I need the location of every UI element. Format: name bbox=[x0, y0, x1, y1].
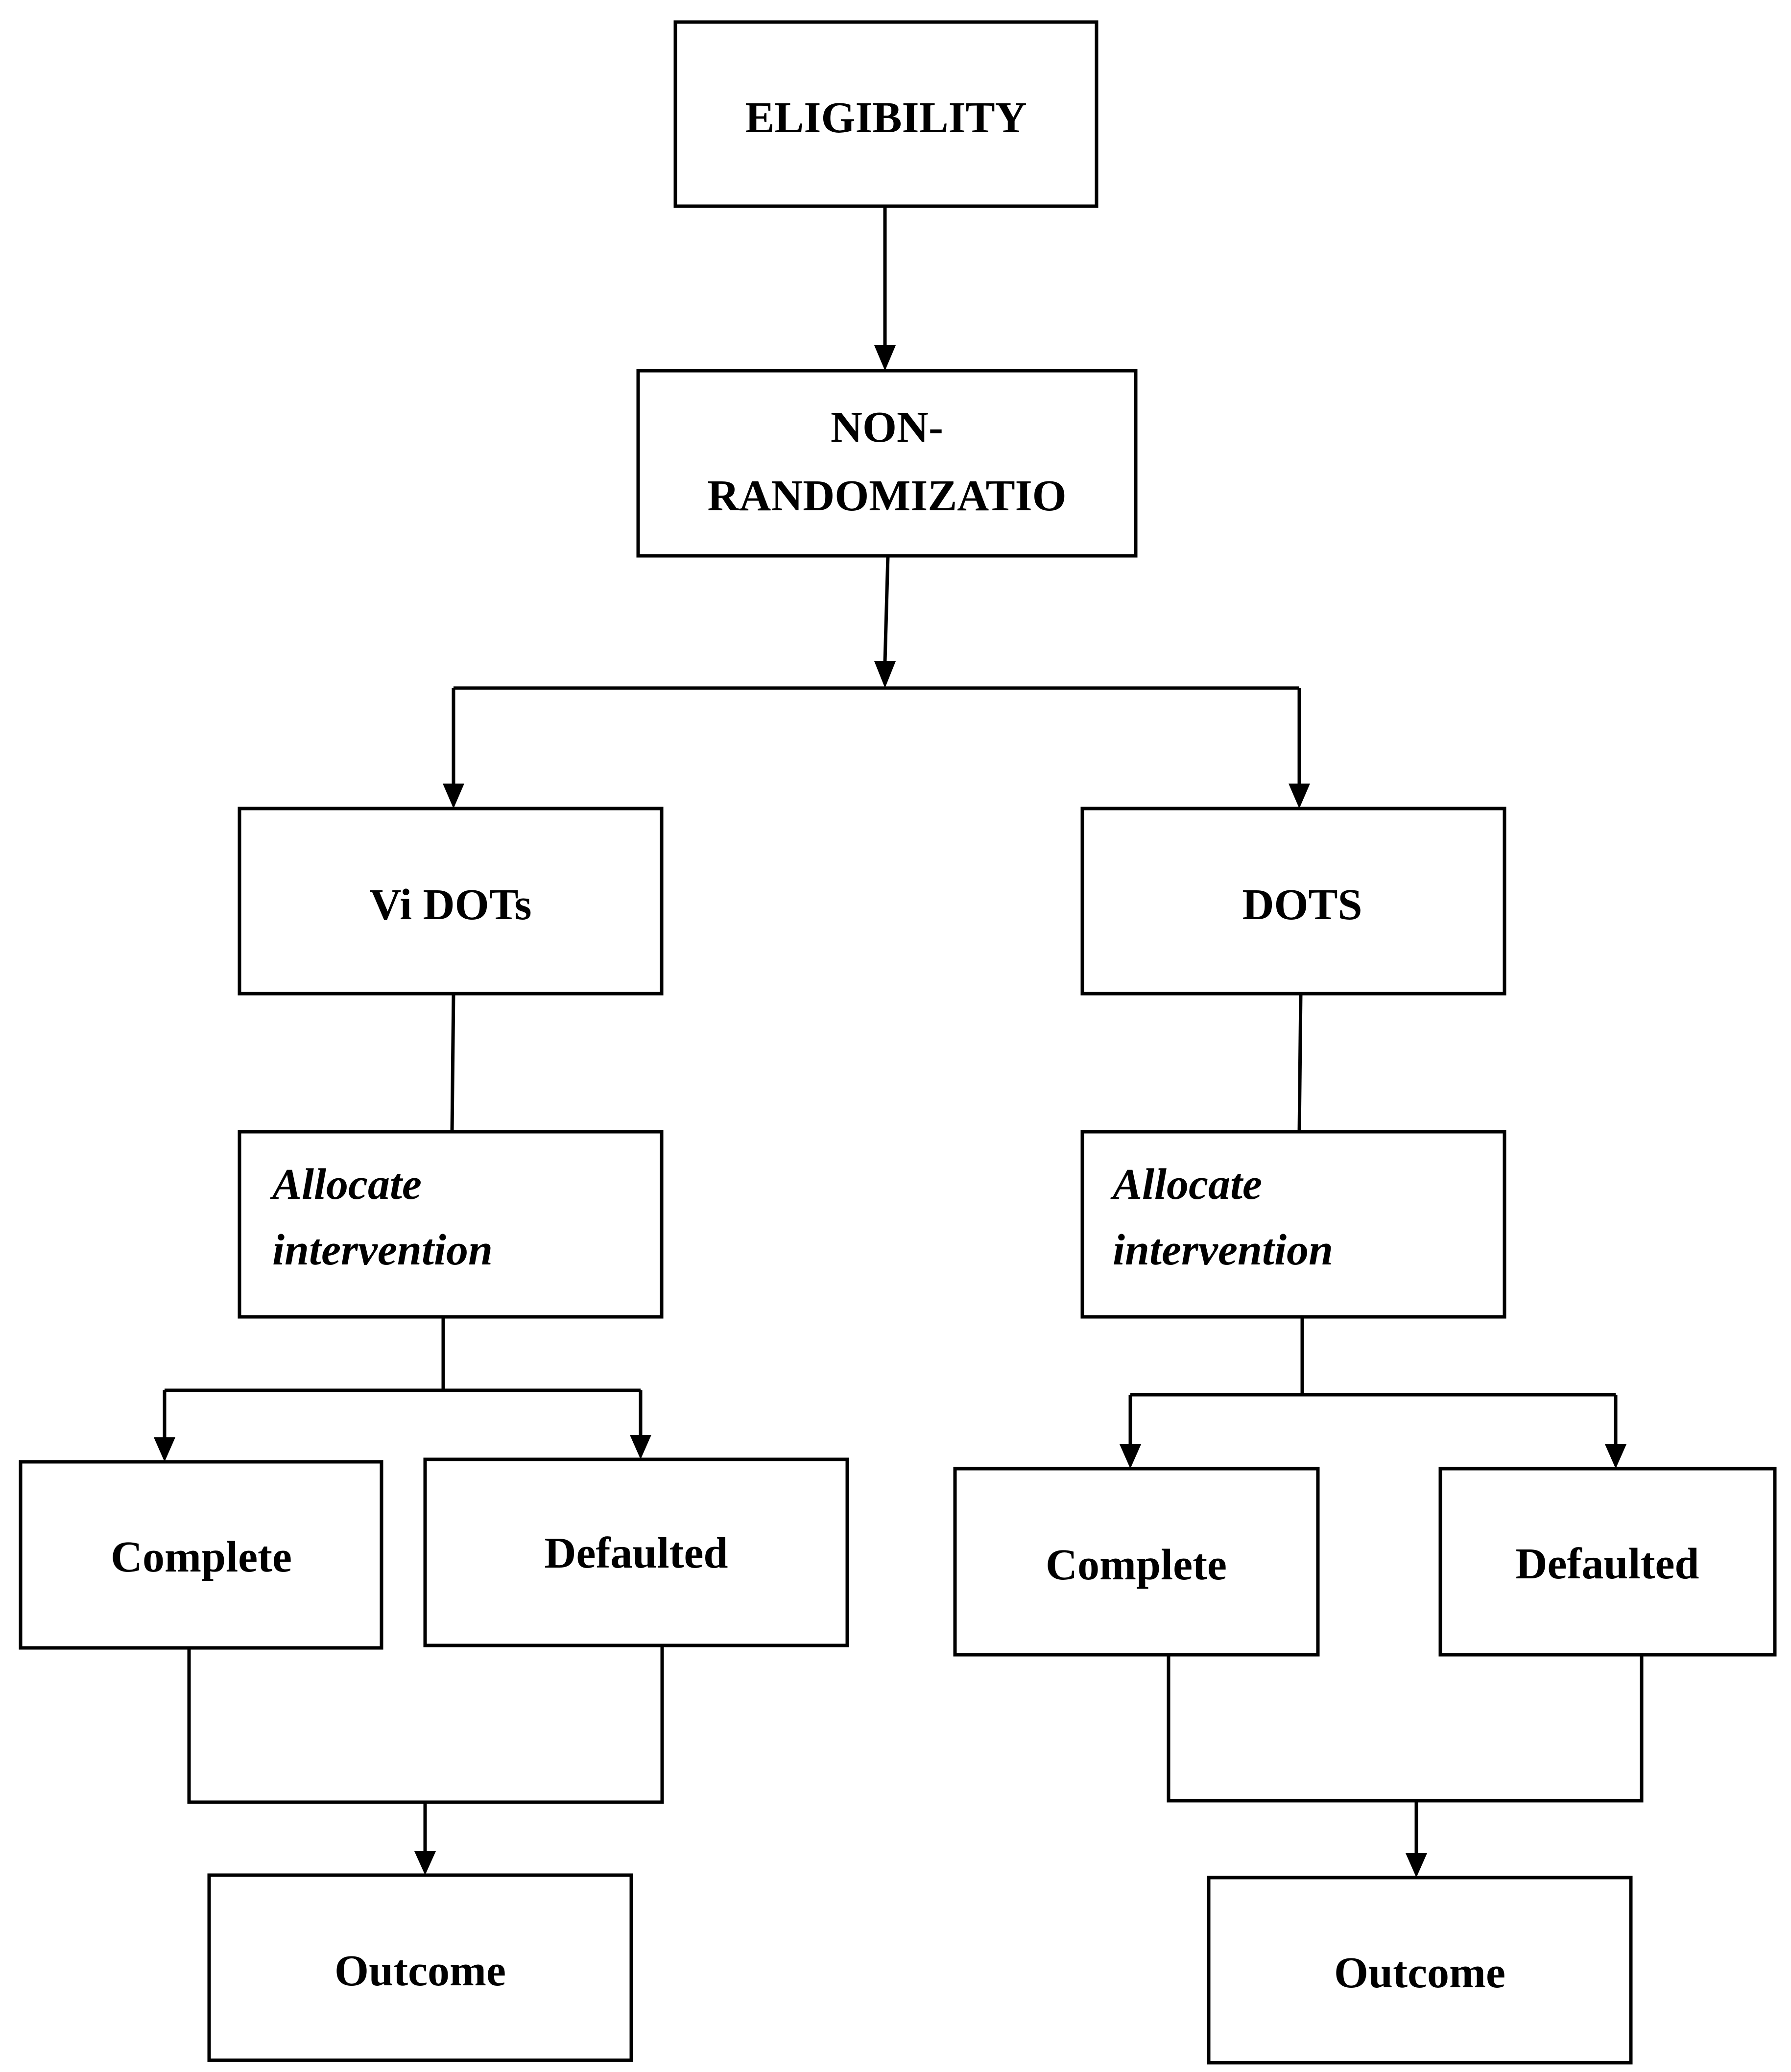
arrowhead-to-left-complete bbox=[154, 1437, 175, 1462]
arrowhead-to-nonrandom bbox=[874, 345, 896, 371]
arrowhead-to-dots bbox=[1289, 784, 1310, 809]
connector-left-merge bbox=[187, 1645, 664, 1851]
dots-box bbox=[1080, 807, 1506, 996]
arrowhead-to-left-defaulted bbox=[630, 1435, 651, 1459]
connector-right-allocate-branch bbox=[1128, 1317, 1618, 1444]
connector-dots-to-allocate bbox=[1297, 993, 1303, 1132]
right-outcome-label: Outcome bbox=[1334, 1949, 1505, 1997]
eligibility-label: ELIGIBILITY bbox=[745, 94, 1027, 142]
arrowhead-to-right-complete bbox=[1120, 1444, 1141, 1469]
non-randomization-label-line2: RANDOMIZATIO bbox=[707, 472, 1066, 520]
right-defaulted-box bbox=[1438, 1467, 1777, 1657]
left-allocate-box bbox=[238, 1130, 664, 1319]
left-allocate-label-line1: Allocate bbox=[270, 1160, 422, 1209]
left-outcome-label: Outcome bbox=[334, 1947, 506, 1995]
connector-right-merge bbox=[1167, 1655, 1644, 1853]
connector-vidots-to-allocate bbox=[450, 993, 455, 1132]
left-defaulted-box bbox=[423, 1457, 849, 1647]
right-outcome-box bbox=[1207, 1876, 1633, 2065]
vi-dots-label: Vi DOTs bbox=[370, 881, 532, 929]
eligibility-box bbox=[673, 20, 1098, 208]
right-complete-label: Complete bbox=[1046, 1541, 1227, 1589]
vi-dots-box bbox=[238, 807, 664, 996]
right-allocate-label-line2: intervention bbox=[1113, 1226, 1333, 1274]
arrowhead-to-split bbox=[874, 661, 896, 688]
connector-nonrandom-to-split bbox=[883, 555, 890, 662]
right-allocate-box bbox=[1080, 1130, 1506, 1319]
arrowhead-to-right-defaulted bbox=[1605, 1444, 1626, 1469]
left-complete-label: Complete bbox=[111, 1533, 292, 1581]
non-randomization-box bbox=[636, 369, 1138, 558]
right-allocate-label-line1: Allocate bbox=[1110, 1160, 1262, 1209]
right-complete-box bbox=[953, 1467, 1320, 1657]
non-randomization-label-line1: NON- bbox=[831, 403, 943, 452]
arrowhead-to-vidots bbox=[443, 784, 464, 809]
left-complete-box bbox=[19, 1460, 383, 1650]
left-defaulted-label: Defaulted bbox=[545, 1529, 728, 1577]
dots-label: DOTS bbox=[1242, 881, 1362, 929]
left-allocate-label-line2: intervention bbox=[272, 1226, 493, 1274]
right-defaulted-label: Defaulted bbox=[1516, 1540, 1699, 1588]
arrowhead-to-right-outcome bbox=[1406, 1853, 1427, 1878]
arrowhead-to-left-outcome bbox=[414, 1851, 436, 1875]
connector-left-allocate-branch bbox=[163, 1317, 643, 1437]
left-outcome-box bbox=[207, 1873, 633, 2062]
